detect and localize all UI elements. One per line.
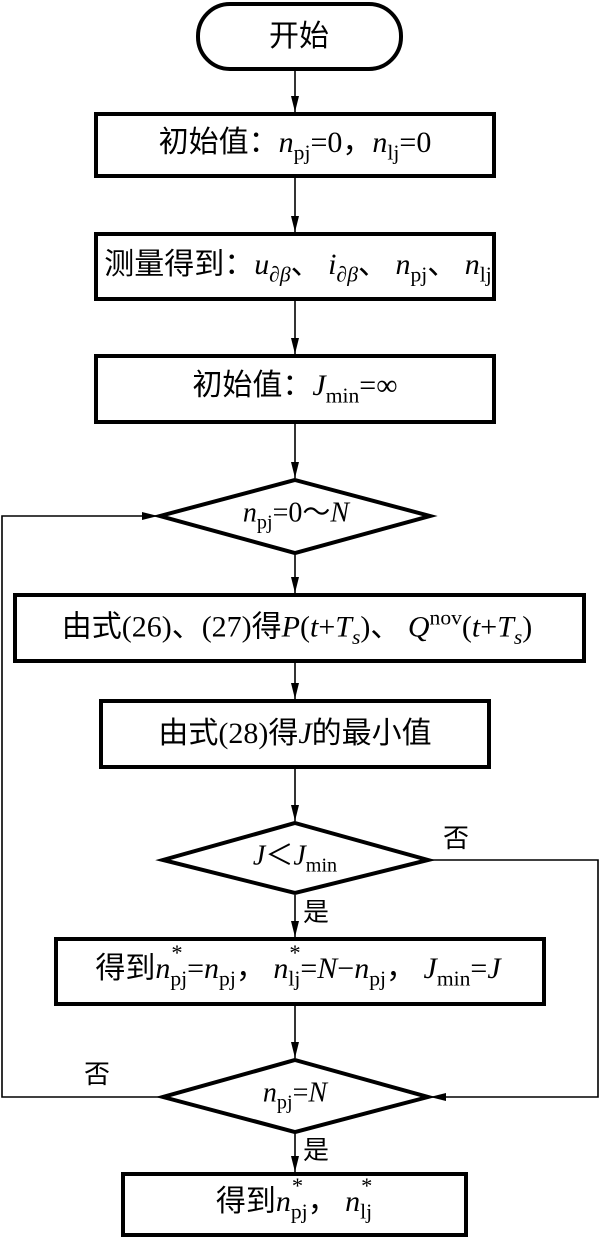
calc-j-label: 由式(28)得J的最小值 (158, 717, 432, 750)
arrowhead (142, 512, 158, 520)
arrowhead (291, 683, 299, 699)
result-label: 得到n*pj， n*lj (215, 1172, 373, 1224)
loop-label: npj=0～N (242, 497, 350, 534)
arrowhead (291, 96, 299, 112)
check-yes-label: 是 (303, 1136, 330, 1165)
calc-j-box (99, 699, 491, 769)
loop-decision (152, 477, 438, 556)
arrowhead (291, 805, 299, 821)
update-label: 得到n*pj=npj， n*lj=N−npj， Jmin=J (95, 939, 501, 991)
start-label: 开始 (269, 20, 329, 53)
update-box (54, 937, 546, 1006)
result-box (121, 1172, 468, 1237)
compare-decision (155, 820, 436, 896)
edge-compare-no (430, 859, 599, 1098)
calc-pq-label: 由式(26)、(27)得P(t+Ts)、 Qnov(t+Ts) (61, 605, 533, 649)
init-jmin-box (94, 354, 496, 424)
start-terminal (196, 2, 403, 71)
arrowhead (291, 216, 299, 232)
compare-label: J＜Jmin (252, 840, 338, 877)
arrowhead (430, 1093, 446, 1101)
arrowhead (291, 577, 299, 593)
init-counters-label: 初始值：npj=0，nlj=0 (158, 125, 432, 165)
compare-no-label: 否 (443, 824, 470, 853)
compare-yes-label: 是 (303, 898, 330, 927)
edge-check-no (1, 515, 161, 1098)
arrowhead (291, 462, 299, 478)
check-no-label: 否 (84, 1060, 111, 1089)
measure-label: 测量得到：u∂β、 i∂β、 npj、 nlj (104, 247, 492, 287)
calc-pq-box (13, 593, 586, 663)
check-label: npj=N (262, 1077, 328, 1114)
arrowhead (291, 1156, 299, 1172)
init-jmin-label: 初始值：Jmin=∞ (192, 368, 398, 408)
check-decision (155, 1057, 436, 1135)
connectors (1, 71, 599, 1172)
measure-box (94, 232, 496, 301)
arrowhead (291, 1042, 299, 1058)
init-counters-box (94, 112, 496, 178)
arrowhead (291, 338, 299, 354)
arrowhead (291, 921, 299, 937)
